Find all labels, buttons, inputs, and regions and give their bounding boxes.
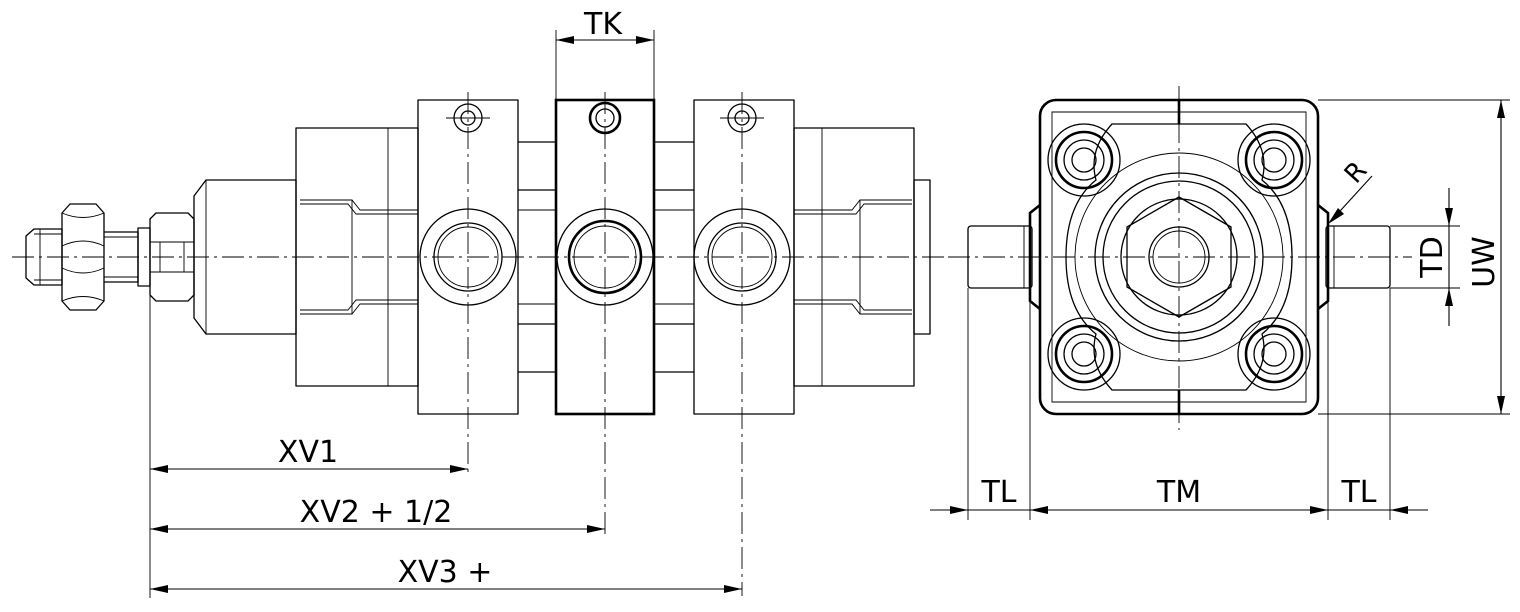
right-trunnion-pin [1325,225,1391,289]
inner-boss [1065,123,1293,391]
rod-flange [1094,172,1264,342]
r-label: R [1339,156,1373,190]
xv3-label: XV3 + [398,555,493,590]
tie-rod-bottom-right [1237,317,1311,391]
tie-rod-top-left [1047,123,1121,197]
tm-label: TM [1156,475,1201,510]
xv2-label: XV2 + 1/2 [300,495,453,530]
end-view: TL TM TL R TD UW [930,86,1510,520]
front-end-cap [295,127,419,387]
uw-dimension: UW [1318,99,1510,415]
r-radius-callout: R [1328,156,1373,224]
cylinder-tube [517,141,695,373]
hex-nut [61,203,105,311]
side-view: TK XV1 XV2 + 1/2 XV3 + [12,7,945,598]
td-label: TD [1415,236,1450,278]
front-bearing [193,179,297,335]
tl-right-label: TL [1340,475,1376,510]
xv3-dimension: XV3 + [150,555,742,593]
tk-dimension: TK [555,7,655,100]
uw-label: UW [1467,236,1502,288]
tl-left-label: TL [980,475,1016,510]
xv1-label: XV1 [278,435,338,470]
tl-tm-dimension: TL TM TL [930,475,1428,514]
left-trunnion-pin [967,225,1033,289]
rear-end-cap [793,127,931,387]
xv1-dimension: XV1 [150,435,468,473]
tie-rod-top-right [1237,123,1311,197]
tk-label: TK [583,7,623,42]
td-dimension: TD [1390,188,1460,326]
tie-rod-bottom-left [1047,317,1121,391]
trunnion-block-3 [693,99,795,415]
end-cap-body [1028,98,1330,416]
xv2-dimension: XV2 + 1/2 [150,495,605,533]
